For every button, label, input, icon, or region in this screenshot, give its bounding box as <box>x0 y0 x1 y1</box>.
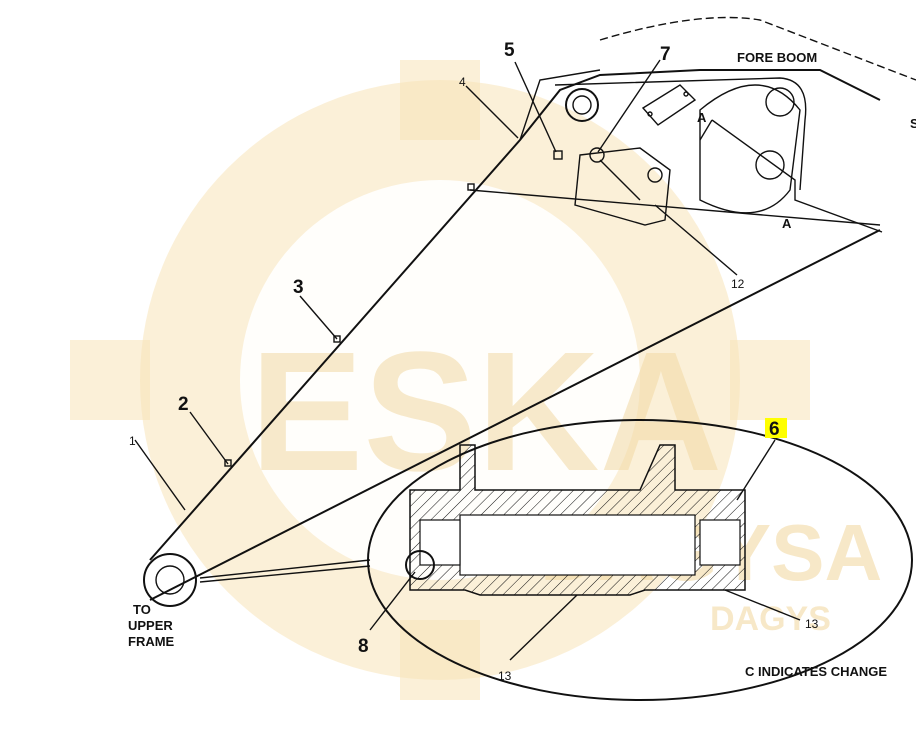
section-a-top: A <box>697 110 707 125</box>
callout-13-right: 13 <box>805 617 819 631</box>
upper-frame-label-line3: FRAME <box>128 634 175 649</box>
callout-6-highlight <box>765 418 787 438</box>
callout-3: 3 <box>293 277 304 298</box>
detail-view <box>199 419 913 701</box>
callout-6: 6 <box>769 419 780 440</box>
watermark-brand: ESKA <box>250 317 722 507</box>
part-marks <box>224 150 563 467</box>
upper-frame-label-line2: UPPER <box>128 618 173 633</box>
callout-1: 1 <box>129 434 136 448</box>
callout-4: 4 <box>459 75 466 89</box>
fore-boom-label: FORE BOOM <box>737 50 817 65</box>
edge-mark: S <box>910 116 916 131</box>
watermark-sub2: DAGYS <box>710 600 831 638</box>
upper-frame-label-line1: TO <box>133 602 151 617</box>
callout-7: 7 <box>660 44 671 65</box>
section-a-bottom: A <box>782 216 792 231</box>
callout-12: 12 <box>731 277 745 291</box>
callout-2: 2 <box>178 394 189 415</box>
boom-outline <box>143 16 916 607</box>
change-note: C INDICATES CHANGE <box>745 664 887 679</box>
callout-leaders <box>134 59 801 661</box>
callout-13-bottom: 13 <box>498 669 512 683</box>
callout-5: 5 <box>504 40 515 61</box>
callout-8: 8 <box>358 636 369 657</box>
